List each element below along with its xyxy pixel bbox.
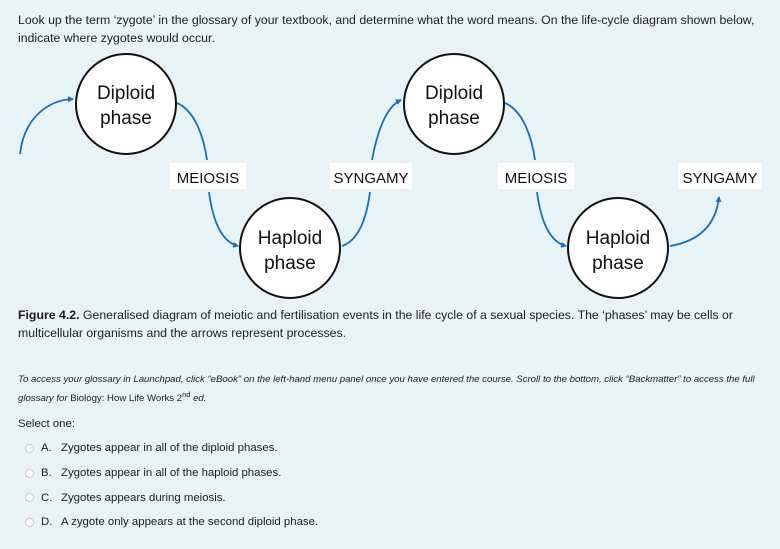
option-c-letter: C. bbox=[41, 491, 53, 504]
glossary-access-note: To access your glossary in Launchpad, cl… bbox=[18, 372, 768, 406]
arrow-into-diploid-1 bbox=[19, 96, 74, 155]
note-text-1: To access your glossary in Launchpad, cl… bbox=[18, 374, 755, 405]
question-line-1: Look up the term ‘zygote’ in the glossar… bbox=[18, 13, 717, 27]
edition-superscript: nd bbox=[182, 390, 191, 399]
option-d-radio[interactable] bbox=[25, 517, 34, 527]
option-c-radio[interactable] bbox=[25, 493, 34, 503]
arrow-meiosis-1-top bbox=[176, 102, 208, 161]
figure-caption-text: Generalised diagram of meiotic and ferti… bbox=[18, 308, 733, 340]
answer-options: A. Zygotes appear in all of the diploid … bbox=[25, 436, 318, 535]
option-d-text: A zygote only appears at the second dipl… bbox=[61, 516, 319, 529]
option-c-text: Zygotes appears during meiosis. bbox=[61, 491, 226, 504]
question-line-2: below, indicate where zygotes would occu… bbox=[18, 13, 755, 45]
question-prompt: Look up the term ‘zygote’ in the glossar… bbox=[18, 11, 762, 47]
haploid-2-line-1: Haploid bbox=[586, 228, 650, 249]
figure-label: Figure 4.2. bbox=[18, 308, 80, 322]
option-d[interactable]: D. A zygote only appears at the second d… bbox=[25, 510, 318, 535]
arrow-syngamy-2 bbox=[669, 196, 722, 247]
haploid-2-line-2: phase bbox=[592, 253, 644, 274]
arrow-meiosis-2-bottom bbox=[536, 191, 567, 248]
syngamy-label-2: SYNGAMY bbox=[682, 170, 757, 187]
option-b-text: Zygotes appear in all of the haploid pha… bbox=[61, 467, 282, 480]
option-b[interactable]: B. Zygotes appear in all of the haploid … bbox=[25, 461, 318, 486]
meiosis-label-2: MEIOSIS bbox=[505, 170, 568, 187]
diploid-phase-2: Diploid phase bbox=[403, 53, 505, 155]
diploid-2-line-2: phase bbox=[428, 108, 480, 129]
select-one-label: Select one: bbox=[18, 418, 75, 430]
figure-caption: Figure 4.2. Generalised diagram of meiot… bbox=[18, 306, 768, 342]
process-labels: MEIOSIS SYNGAMY MEIOSIS SYNGAMY bbox=[170, 163, 762, 189]
arrow-meiosis-1-bottom bbox=[208, 191, 239, 248]
option-c[interactable]: C. Zygotes appears during meiosis. bbox=[25, 485, 318, 510]
process-arrows bbox=[19, 96, 722, 248]
diploid-2-line-1: Diploid bbox=[425, 83, 483, 104]
option-a-letter: A. bbox=[41, 442, 52, 455]
arrow-syngamy-1-bottom bbox=[341, 191, 371, 247]
haploid-phase-2: Haploid phase bbox=[567, 197, 669, 299]
book-title: Biology: How Life Works 2 bbox=[70, 393, 183, 405]
diploid-1-line-1: Diploid bbox=[97, 83, 155, 104]
note-text-2: ed. bbox=[190, 393, 207, 405]
option-a-text: Zygotes appear in all of the diploid pha… bbox=[61, 442, 278, 455]
option-b-letter: B. bbox=[41, 467, 52, 480]
diploid-1-line-2: phase bbox=[100, 108, 152, 129]
arrow-syngamy-1-top bbox=[371, 99, 402, 161]
meiosis-label-1: MEIOSIS bbox=[177, 170, 240, 187]
arrow-meiosis-2-top bbox=[504, 102, 536, 161]
haploid-1-line-2: phase bbox=[264, 253, 316, 274]
diploid-phase-1: Diploid phase bbox=[75, 53, 177, 155]
option-a[interactable]: A. Zygotes appear in all of the diploid … bbox=[25, 436, 318, 461]
life-cycle-diagram: Diploid phase Diploid phase Haploid phas… bbox=[19, 53, 762, 299]
option-b-radio[interactable] bbox=[25, 468, 34, 478]
haploid-1-line-1: Haploid bbox=[258, 228, 322, 249]
haploid-phase-1: Haploid phase bbox=[239, 197, 341, 299]
option-d-letter: D. bbox=[41, 516, 53, 529]
syngamy-label-1: SYNGAMY bbox=[333, 170, 408, 187]
option-a-radio[interactable] bbox=[25, 443, 34, 453]
